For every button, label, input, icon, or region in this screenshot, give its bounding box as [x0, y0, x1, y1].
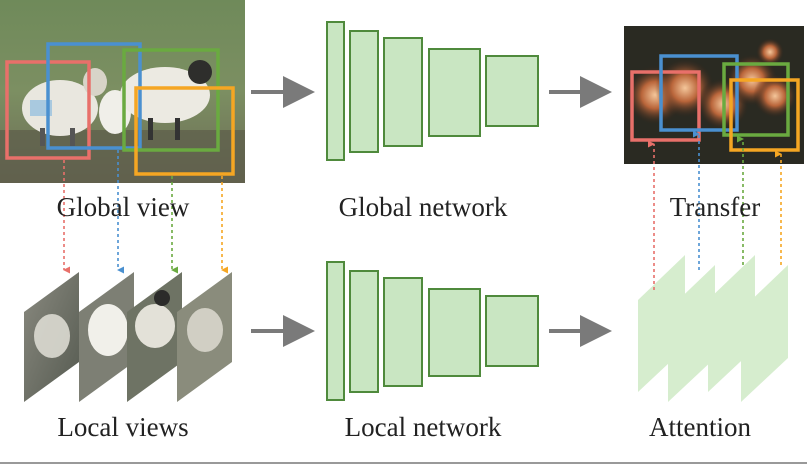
local-view-thumbnails [24, 272, 232, 402]
crop-box-orange [134, 86, 235, 176]
transfer-crop-boxes [630, 54, 800, 152]
local-layer-4 [428, 288, 481, 377]
global-view-photo [0, 0, 245, 183]
local-layer-3 [383, 277, 423, 387]
global-layer-1 [326, 21, 345, 161]
local-network [326, 261, 539, 401]
global-layer-4 [428, 48, 481, 137]
label-global-network: Global network [338, 192, 508, 222]
global-layer-2 [349, 30, 379, 153]
label-local-network: Local network [344, 412, 502, 442]
global-crop-boxes [5, 42, 235, 176]
heatmap-image [624, 26, 804, 164]
transfer-box-green [722, 62, 790, 137]
attention-map-2 [668, 265, 715, 402]
dashed-up-arrows [648, 130, 782, 290]
label-attention: Attention [649, 412, 751, 442]
attention-map-4 [741, 265, 788, 402]
local-layer-1 [326, 261, 345, 401]
crop-box-blue [46, 42, 142, 150]
attention-maps [638, 255, 788, 402]
flow-arrows [251, 76, 612, 347]
global-network [326, 21, 539, 161]
crop-box-green [122, 48, 220, 152]
global-layer-5 [485, 55, 539, 127]
transfer-box-red [630, 70, 701, 142]
label-local-views: Local views [57, 412, 189, 442]
local-layer-5 [485, 295, 539, 367]
transfer-box-blue [659, 54, 739, 132]
label-transfer: Transfer [669, 192, 761, 222]
dashed-down-arrows [63, 150, 228, 274]
global-layer-3 [383, 37, 423, 147]
label-global-view: Global view [56, 192, 190, 222]
transfer-box-orange [729, 78, 800, 152]
local-layer-2 [349, 270, 379, 393]
